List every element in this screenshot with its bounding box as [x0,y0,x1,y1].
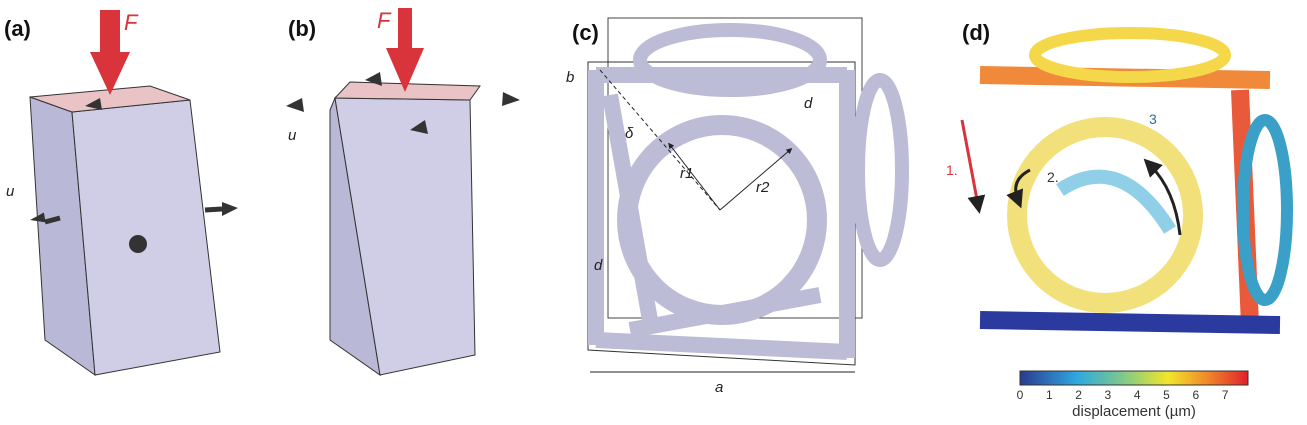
panel-b: (b) F u [286,8,520,377]
dim-b: b [566,69,574,86]
force-arrow [386,8,424,92]
colorbar-tick: 1 [1046,388,1053,402]
colorbar-tick: 0 [1017,388,1024,402]
colorbar-tick: 2 [1075,388,1082,402]
deformed-lattice [976,27,1293,334]
colorbar-tick: 4 [1134,388,1141,402]
force-arrow [90,10,130,95]
displacement-arrows [30,98,238,253]
force-label: F [124,10,139,35]
colorbar-tick: 7 [1222,388,1229,402]
panel-d: (d) 1. 2. 3 [946,20,1293,334]
panel-label-d: (d) [962,20,990,45]
panel-label-b: (b) [288,16,316,41]
colorbar-tick: 6 [1192,388,1199,402]
displacement-label: u [6,183,15,200]
displacement-label: u [288,127,297,144]
lattice-struts [588,23,909,360]
panel-label-c: (c) [572,20,599,45]
dim-r2: r2 [756,179,770,196]
step-2: 2. [1047,169,1059,185]
colorbar: 0 1 2 3 4 5 6 7 displacement (µm) [1017,370,1249,420]
force-label: F [377,8,392,33]
colorbar-tick: 3 [1105,388,1112,402]
colorbar-label: displacement (µm) [1072,403,1196,420]
dim-delta: δ [625,125,634,142]
colorbar-tick: 5 [1163,388,1170,402]
displacement-arrows [286,72,520,134]
panel-c: (c) b d δ r1 r2 d a [566,17,909,396]
red-arrows [960,119,986,214]
panel-a: (a) F u [4,10,238,377]
step-1: 1. [946,162,958,178]
panel-label-a: (a) [4,16,31,41]
dim-a: a [715,379,723,396]
dim-r1: r1 [680,165,693,182]
step-3: 3 [1149,111,1157,127]
dim-d-side: d [594,257,603,274]
dim-d-top: d [804,95,813,112]
